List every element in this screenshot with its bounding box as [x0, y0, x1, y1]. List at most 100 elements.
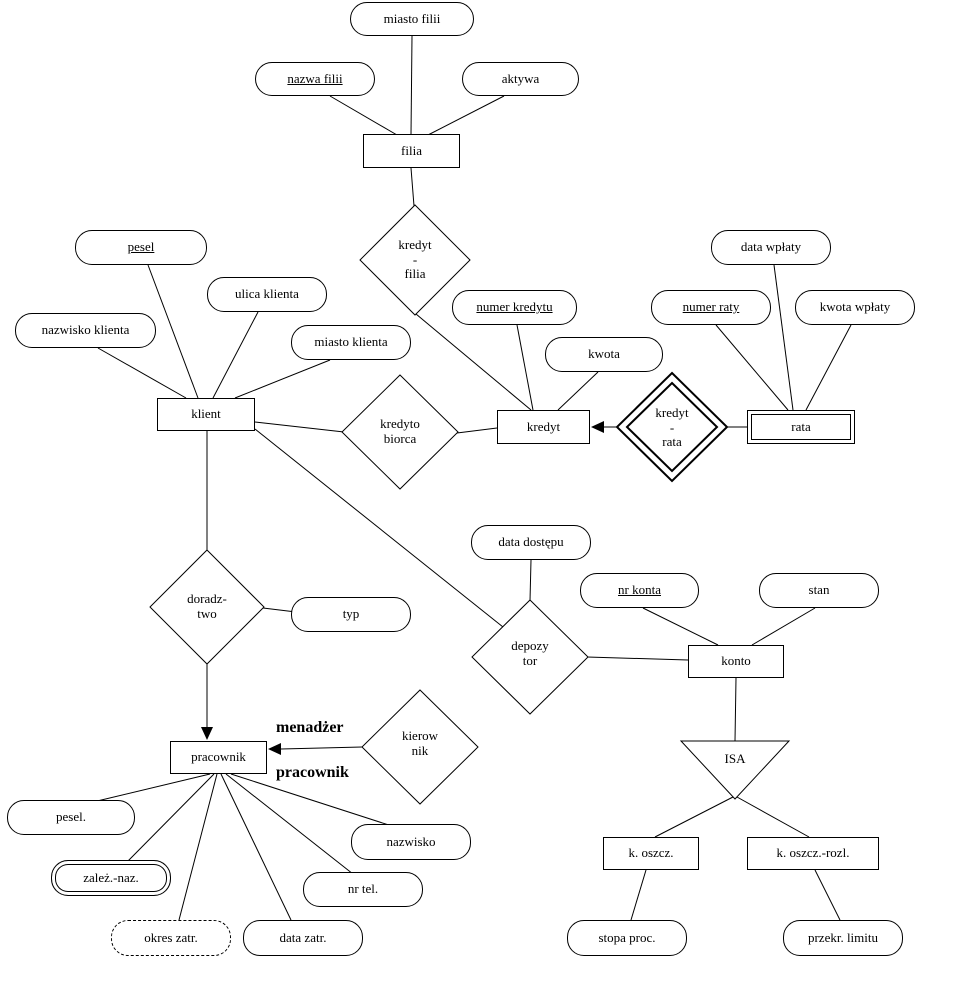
- arrowhead-into-pracownik-right: [268, 743, 281, 755]
- edge-aktywa-filia: [427, 95, 505, 136]
- edge-datawplaty-rata: [773, 264, 794, 411]
- attribute-przekr-limitu-label: przekr. limitu: [807, 929, 879, 945]
- attribute-aktywa-label: aktywa: [501, 70, 540, 86]
- attribute-stopa-proc-label: stopa proc.: [598, 929, 656, 945]
- relationship-kredyt-filia-text: kredyt - filia: [398, 236, 432, 282]
- edge-klient-kredytobiorca: [254, 421, 345, 433]
- attribute-nazwa-filii-label: nazwa filii: [287, 70, 343, 86]
- attribute-pesel: pesel: [75, 230, 207, 265]
- attribute-nr-tel-label: nr tel.: [347, 881, 379, 897]
- attribute-data-wplaty-label: data wpłaty: [740, 239, 802, 255]
- entity-kredyt-label: kredyt: [526, 418, 561, 434]
- edge-typ-doradztwo: [262, 607, 297, 613]
- relationship-kredyt-filia-label: kredyt - filia: [375, 232, 455, 288]
- edge-pesel-klient: [147, 264, 199, 399]
- attribute-miasto-filii-label: miasto filii: [383, 10, 441, 26]
- entity-k-oszcz: k. oszcz.: [603, 837, 699, 870]
- attribute-nr-konta-label: nr konta: [618, 582, 661, 598]
- edge-kredytobiorca-kredyt: [456, 427, 498, 434]
- relationship-kredyt-rata-label: kredyt - rata: [632, 400, 712, 456]
- attribute-data-dostepu-label: data dostępu: [498, 534, 564, 550]
- edge-nrkonta-konto: [642, 607, 719, 646]
- attribute-miasto-klienta-label: miasto klienta: [314, 334, 388, 350]
- edge-filia-kredytfilia: [410, 167, 415, 207]
- relationship-kredytobiorca-diamond: [341, 374, 459, 490]
- attribute-pesel-label: pesel: [127, 239, 155, 255]
- edge-miastofilii-filia: [410, 35, 413, 136]
- entity-filia: filia: [363, 134, 460, 168]
- attribute-nazwisko-klienta-label: nazwisko klienta: [41, 322, 130, 338]
- edge-kredytfilia-kredyt: [415, 313, 532, 411]
- edge-kierownik-pracownik: [280, 746, 363, 750]
- attribute-ulica-klienta-label: ulica klienta: [235, 286, 299, 302]
- edge-miastoklienta-klient: [234, 359, 331, 399]
- entity-konto: konto: [688, 645, 784, 678]
- arrowhead-into-pracownik-top: [201, 727, 213, 740]
- relationship-kredytobiorca-label: kredyto biorca: [360, 414, 440, 450]
- attribute-pesel-pracownika: pesel.: [7, 800, 135, 835]
- attribute-nazwisko: nazwisko: [351, 824, 471, 860]
- relationship-doradztwo-diamond: [149, 549, 265, 665]
- isa-label-text: ISA: [724, 750, 746, 766]
- attribute-kwota: kwota: [545, 337, 663, 372]
- relationship-depozytor-diamond: [471, 599, 589, 715]
- edge-klient-depozytor: [254, 428, 504, 628]
- attribute-zalez-naz-label: zależ.-naz.: [83, 869, 139, 885]
- attribute-aktywa: aktywa: [462, 62, 579, 96]
- edge-depozytor-konto: [586, 656, 689, 661]
- edge-koszczrozl-przekrlimitu: [814, 869, 841, 921]
- entity-filia-label: filia: [401, 142, 422, 158]
- attribute-data-zatr: data zatr.: [243, 920, 363, 956]
- edge-nazwiskoklienta-klient: [97, 347, 187, 399]
- relationship-doradztwo-text: doradz- two: [187, 591, 227, 621]
- entity-kredyt: kredyt: [497, 410, 590, 444]
- attribute-kwota-wplaty-label: kwota wpłaty: [819, 299, 891, 315]
- edge-numerkredytu-kredyt: [516, 324, 534, 411]
- relationship-kredyt-rata-text: kredyt - rata: [655, 404, 689, 450]
- attribute-numer-raty: numer raty: [651, 290, 771, 325]
- edge-nazwafilii-filia: [329, 95, 398, 136]
- edge-label-menadzer: menadżer: [276, 719, 344, 737]
- edge-label-menadzer-text: menadżer: [276, 719, 344, 736]
- attribute-data-wplaty: data wpłaty: [711, 230, 831, 265]
- relationship-kierownik-text: kierow nik: [401, 728, 439, 758]
- isa-label: ISA: [705, 750, 765, 768]
- entity-pracownik: pracownik: [170, 741, 267, 774]
- edge-kwota-kredyt: [557, 371, 599, 411]
- edge-isa-koszczrozl: [736, 796, 810, 838]
- relationship-kierownik-label: kierow nik: [380, 726, 460, 762]
- attribute-kwota-label: kwota: [588, 346, 620, 362]
- relationship-kredytobiorca-text: kredyto biorca: [380, 416, 420, 446]
- attribute-data-zatr-label: data zatr.: [279, 929, 327, 945]
- attribute-typ-label: typ: [342, 606, 360, 622]
- edge-label-pracownik-text: pracownik: [276, 764, 349, 781]
- attribute-numer-raty-label: numer raty: [682, 299, 740, 315]
- entity-k-oszcz-rozl: k. oszcz.-rozl.: [747, 837, 879, 870]
- attribute-kwota-wplaty: kwota wpłaty: [795, 290, 915, 325]
- attribute-stan: stan: [759, 573, 879, 608]
- entity-pracownik-label: pracownik: [191, 749, 246, 765]
- relationship-doradztwo-label: doradz- two: [167, 589, 247, 625]
- attribute-miasto-klienta: miasto klienta: [291, 325, 411, 360]
- edge-datadostepu-depozytor: [529, 559, 532, 602]
- edge-kwotawplaty-rata: [805, 324, 852, 411]
- edge-pracownik-datazatr: [220, 773, 292, 921]
- isa-triangle: [679, 740, 791, 800]
- edge-pracownik-nazwisko: [230, 773, 399, 829]
- attribute-typ: typ: [291, 597, 411, 632]
- attribute-stopa-proc: stopa proc.: [567, 920, 687, 956]
- attribute-okres-zatr: okres zatr.: [111, 920, 231, 956]
- edge-isa-koszcz: [654, 796, 734, 838]
- edge-pracownik-zaleznaz: [127, 773, 215, 862]
- attribute-numer-kredytu: numer kredytu: [452, 290, 577, 325]
- attribute-nr-konta: nr konta: [580, 573, 699, 608]
- entity-klient-label: klient: [191, 406, 221, 422]
- relationship-depozytor-text: depozy tor: [511, 638, 549, 668]
- attribute-numer-kredytu-label: numer kredytu: [476, 299, 553, 315]
- edge-label-pracownik: pracownik: [276, 764, 349, 782]
- edge-stan-konto: [751, 607, 816, 646]
- attribute-zalez-naz: zależ.-naz.: [51, 860, 171, 896]
- relationship-kierownik-diamond: [361, 689, 479, 805]
- edge-pracownik-nrtel: [225, 773, 354, 875]
